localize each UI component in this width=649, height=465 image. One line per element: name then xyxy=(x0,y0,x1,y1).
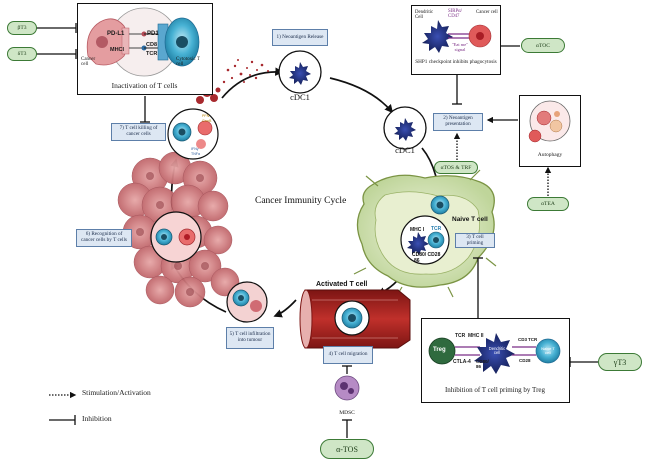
inactivation-illustration xyxy=(86,7,200,77)
vessel-t-cell xyxy=(334,300,370,336)
step-2-box: 2) Neoantigen presentation xyxy=(433,113,483,131)
connector-lines xyxy=(36,23,598,438)
treg-cd28-label: CD28 xyxy=(519,358,531,363)
agent-gt3-pill: γT3 xyxy=(598,353,642,371)
inactivation-panel: PD-L1 PD1 MHCI CD8 TCR Cancer cell Cytot… xyxy=(77,3,213,95)
agent-atos-trf-pill: αTOS & TRF xyxy=(434,161,478,174)
priming-contact xyxy=(400,215,450,265)
treg-tcr-label: TCR xyxy=(455,333,466,339)
treg-cd3-label: CD3 xyxy=(518,337,528,342)
treg-cd80-label: CD80/ 86 xyxy=(476,359,489,369)
step-3-box: 3) T cell priming xyxy=(455,233,495,248)
phagocytosis-illustration xyxy=(422,20,492,53)
cycle-title: Cancer Immunity Cycle xyxy=(255,196,346,206)
inactivation-cancer-label: Cancer cell xyxy=(81,57,96,68)
recognition-cells xyxy=(150,211,202,263)
treg-caption: Inhibition of T cell priming by Treg xyxy=(444,386,546,394)
ifng-label: IFNγ xyxy=(191,147,199,151)
phagocytosis-panel: Dendritic Cell SIRPα/ CD47 Cancer cell "… xyxy=(411,5,501,75)
cdc1-mid-cell xyxy=(383,106,427,150)
treg-dendritic-label: Dendritic cell xyxy=(488,346,506,356)
step-7-box: 7) T cell killing of cancer cells xyxy=(111,123,166,141)
perforin-label: PFN xyxy=(202,114,210,118)
step-1-box: 1) Neoantigen Release xyxy=(272,29,328,46)
cdc1-top-label: cDC1 xyxy=(290,92,310,102)
priming-tcr: TCR xyxy=(431,226,442,232)
legend-stimulation-label: Stimulation/Activation xyxy=(82,388,151,397)
phagocytosis-dendritic-label: Dendritic Cell xyxy=(415,10,434,21)
step-4-box: 4) T cell migration xyxy=(323,346,373,364)
infiltration-cells xyxy=(226,281,268,323)
priming-mhc1: MHC I xyxy=(410,227,425,233)
autophagy-panel: Autophagy xyxy=(519,95,581,167)
treg-panel: Treg TCR MHC II CTLA-4 CD80/ 86 Dendriti… xyxy=(421,318,570,403)
phagocytosis-eatme-label: "Eat me" signal xyxy=(451,42,469,52)
killing-cells xyxy=(167,108,219,160)
step-6-box: 6) Recognition of cancer cells by T cell… xyxy=(76,229,132,247)
tnfa-label: TNFα xyxy=(191,152,200,156)
legend-inhibition-label: Inhibition xyxy=(82,414,112,423)
agent-atea-pill: αTEA xyxy=(527,197,569,211)
step-5-box: 5) T cell infiltration into tumour xyxy=(226,327,274,349)
naive-t-cell-label: Naive T cell xyxy=(452,216,488,223)
phagocytosis-cancer-label: Cancer cell xyxy=(476,10,498,15)
priming-cd80: CD80/ CD28 xyxy=(412,252,441,258)
inactivation-caption: Inactivation of T cells xyxy=(111,81,178,90)
mdsc-cell xyxy=(334,375,360,401)
inactivation-mhc1: MHCI xyxy=(110,47,125,53)
phagocytosis-caption: SHP1 checkpoint inhibits phagocytosis xyxy=(415,59,497,65)
treg-cell-label: Treg xyxy=(433,347,446,353)
cdc1-mid-label: cDC1 xyxy=(395,145,415,155)
mdsc-label: MDSC xyxy=(339,410,355,416)
naive-t-cell xyxy=(430,195,450,215)
autophagy-caption: Autophagy xyxy=(537,152,563,158)
granzyme-label: GrmB xyxy=(202,119,212,123)
activated-t-cell-label: Activated T cell xyxy=(316,281,367,288)
treg-naive-label: Naive T cell xyxy=(541,346,555,356)
inactivation-pd1: PD1 xyxy=(147,31,159,37)
inactivation-cytotoxic-label: Cytotoxic T cell xyxy=(176,57,200,68)
priming-cd86: 86 xyxy=(414,258,420,264)
cdc1-top-cell xyxy=(278,50,322,94)
inactivation-pdl1: PD-L1 xyxy=(107,31,125,37)
agent-atos-pill: α-TOS xyxy=(320,439,374,459)
agent-atoc-pill: αTOC xyxy=(521,38,565,53)
treg-tcr2-label: TCR xyxy=(528,337,538,342)
treg-illustration xyxy=(428,333,561,374)
inactivation-tcr: TCR xyxy=(146,51,158,57)
agent-bt3-pill: βT3 xyxy=(7,21,37,35)
treg-mhc2-label: MHC II xyxy=(468,333,484,339)
inactivation-cd8: CD8 xyxy=(146,42,158,48)
treg-ctla4-label: CTLA-4 xyxy=(453,359,471,365)
agent-dt3-pill: δT3 xyxy=(7,47,37,61)
phagocytosis-sirpa-label: SIRPα/ CD47 xyxy=(448,9,462,20)
autophagy-illustration xyxy=(528,100,571,143)
